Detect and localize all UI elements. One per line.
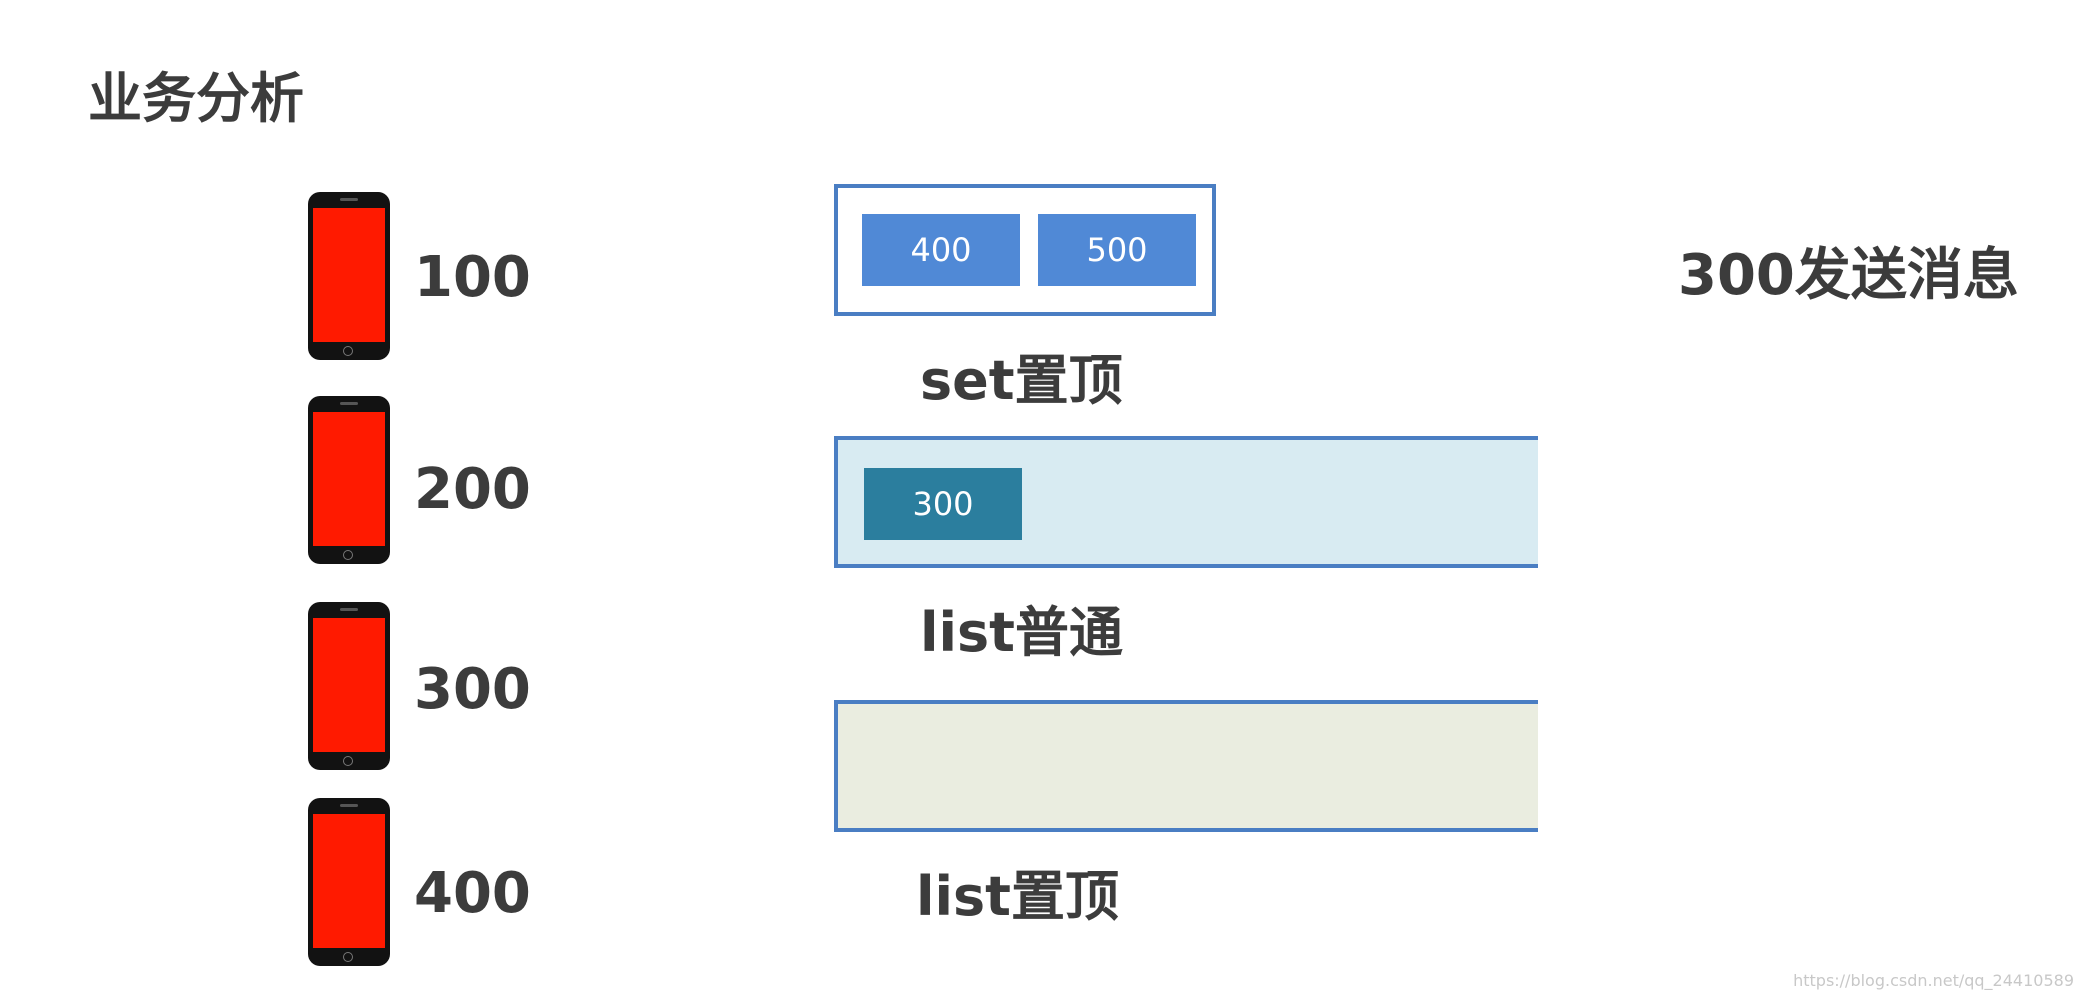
watermark: https://blog.csdn.net/qq_24410589 — [1793, 971, 2074, 990]
list-top-container — [834, 700, 1538, 832]
phone-icon — [308, 602, 390, 770]
phone-icon — [308, 798, 390, 966]
list-normal-label: list普通 — [920, 601, 1123, 664]
set-top-container: 400 500 — [834, 184, 1216, 316]
user-label-3: 300 — [414, 657, 531, 722]
set-top-label: set置顶 — [920, 349, 1123, 412]
set-top-item-500: 500 — [1038, 214, 1196, 286]
user-label-4: 400 — [414, 861, 531, 926]
phone-icon — [308, 192, 390, 360]
user-label-1: 100 — [414, 245, 531, 310]
phone-icon — [308, 396, 390, 564]
list-normal-container: 300 — [834, 436, 1538, 568]
page-title: 业务分析 — [88, 67, 304, 130]
list-top-label: list置顶 — [916, 865, 1119, 928]
list-normal-item-300: 300 — [864, 468, 1022, 540]
event-label: 300发送消息 — [1678, 243, 2019, 308]
user-label-2: 200 — [414, 457, 531, 522]
set-top-item-400: 400 — [862, 214, 1020, 286]
